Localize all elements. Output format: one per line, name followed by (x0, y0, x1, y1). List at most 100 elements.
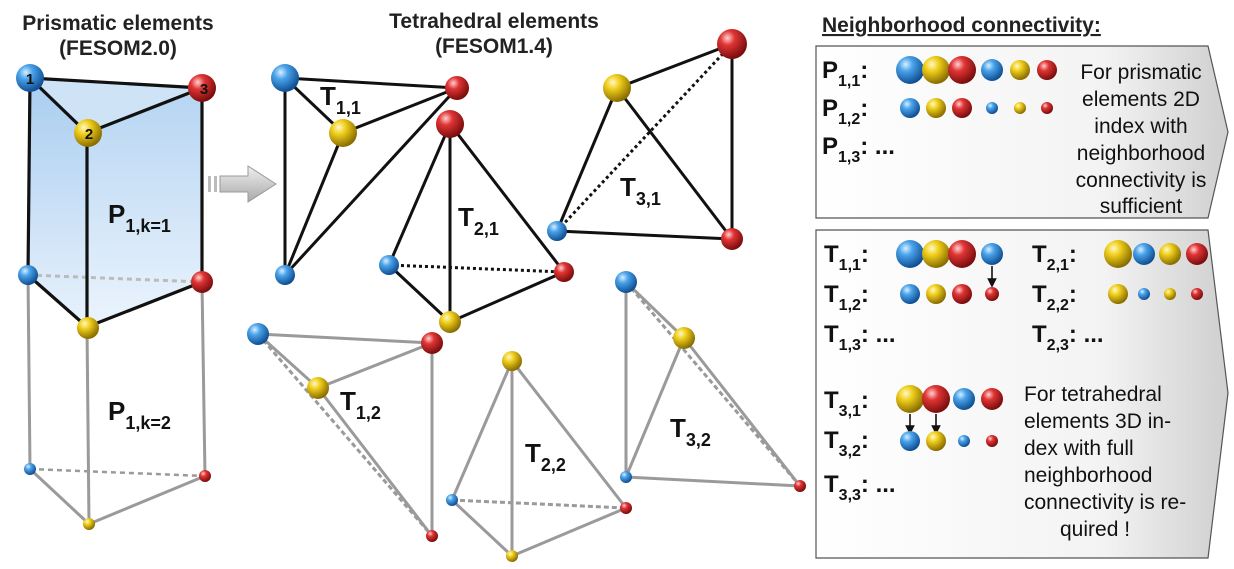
p11-sphere-yellow (1010, 60, 1030, 80)
t32-hidden-edge (624, 281, 802, 487)
t32-node-blue (615, 271, 637, 293)
label-t21: T2,1 (458, 202, 499, 239)
node-blue-1 (16, 64, 44, 92)
node-blue-mid (18, 265, 38, 285)
t12-node-red-bottom (426, 530, 438, 542)
prism-face-left (28, 78, 87, 327)
box2-row-t12: T1,2: (824, 281, 869, 314)
vertex-number-3: 3 (200, 81, 208, 98)
box1-note-line-4: neighborhood (1077, 142, 1205, 165)
box2-row-t21: T2,1: (1032, 241, 1077, 274)
prismatic-subheader: (FESOM2.0) (59, 37, 177, 60)
t32-node-red (794, 480, 806, 492)
prism-upper-label: P1,k=1 (108, 199, 171, 236)
t21-hidden-edge (388, 263, 565, 274)
t31-hidden-edge (555, 42, 734, 233)
t32-node-yellow (673, 327, 695, 349)
t11-sphere-blue (981, 243, 1003, 265)
p11-sphere-red (1037, 60, 1057, 80)
prism-diagram: 1 2 3 P1,k=1 P1,k=2 (16, 64, 216, 530)
box1-note-line-3: index with (1094, 115, 1187, 138)
tetra-t31-edges (555, 42, 734, 241)
transition-arrow (208, 165, 277, 203)
node-yellow-2 (74, 119, 102, 147)
t22-node-red (620, 502, 632, 514)
t32-sphere-blue (900, 431, 920, 451)
t12-hidden-edge (256, 333, 434, 537)
box2-note-line-6: quired ! (1060, 518, 1130, 541)
p12-sphere-red-small (1041, 102, 1053, 114)
t11-node-blue (271, 64, 299, 92)
prism-hidden-edge-lower (29, 467, 206, 478)
tetra-t22-edges (450, 360, 628, 558)
box2-row-t22: T2,2: (1032, 281, 1077, 314)
t31-node-blue (547, 221, 567, 241)
box1-row-p11: P1,1: (822, 57, 868, 90)
label-t22: T2,2 (525, 438, 566, 475)
t21-sphere-blue (1133, 243, 1155, 265)
vertex-number-1: 1 (26, 71, 34, 88)
node-red-bottom (199, 470, 211, 482)
t22-sphere-blue-small (1138, 288, 1150, 300)
t12-sphere-yellow (926, 284, 946, 304)
p12-sphere-yellow (926, 98, 946, 118)
upper-prism-edges (26, 76, 204, 329)
p11-sphere-blue (981, 59, 1003, 81)
prismatic-connectivity-box: P1,1: P1,2: P1,3: ... For prismatic elem… (815, 45, 1229, 219)
box2-note-line-4: neighborhood (1024, 464, 1152, 487)
prism-lower-label: P1,k=2 (108, 396, 171, 433)
t12-node-red (421, 332, 443, 354)
t31-sphere-red-large (922, 385, 950, 413)
box1-row-p12: P1,2: (822, 95, 868, 128)
prism-hidden-edge (27, 273, 203, 284)
t11-sphere-blue-large (896, 240, 924, 268)
neighborhood-header: Neighborhood connectivity: (822, 14, 1101, 37)
tetrahedral-connectivity-box: T1,1: T1,2: T1,3: ... T2,1: T2,2: T2,3: … (815, 229, 1229, 559)
node-yellow-mid (77, 317, 99, 339)
node-red-mid (191, 271, 213, 293)
node-yellow-bottom (83, 518, 95, 530)
prism-face-right (87, 88, 202, 327)
t31-sphere-blue (953, 388, 975, 410)
box1-note-line-2: elements 2D (1082, 88, 1200, 111)
t21-node-red-bottom (554, 262, 574, 282)
t22-sphere-red-small (1191, 288, 1203, 300)
t21-node-red (436, 110, 464, 138)
box1-note-line-1: For prismatic (1080, 61, 1201, 84)
t22-sphere-yellow-small (1164, 288, 1176, 300)
box2-row-t32: T3,2: (824, 427, 869, 460)
box1-row-p13: P1,3: ... (822, 133, 895, 166)
t21-sphere-yellow-large (1104, 240, 1132, 268)
t12-sphere-red (952, 284, 972, 304)
t11-node-blue-bottom (275, 265, 295, 285)
p12-sphere-blue (900, 98, 920, 118)
t22-node-yellow-bottom (506, 550, 518, 562)
label-t12: T1,2 (340, 386, 381, 423)
t21-node-blue (379, 255, 399, 275)
t32-sphere-yellow (926, 431, 946, 451)
box2-row-t33: T3,3: ... (824, 471, 896, 504)
box2-note-line-1: For tetrahedral (1024, 383, 1162, 406)
box2-note-line-2: elements 3D in- (1024, 410, 1171, 433)
t11-node-red (445, 76, 469, 100)
t31-sphere-yellow-large (896, 385, 924, 413)
t22-node-blue (446, 494, 458, 506)
label-t11: T1,1 (320, 81, 361, 118)
lower-prism-edges (26, 274, 207, 526)
p11-sphere-blue-large (896, 56, 924, 84)
node-blue-bottom (24, 463, 36, 475)
t21-node-yellow (439, 311, 461, 333)
t22-sphere-yellow (1108, 284, 1128, 304)
tetra-t12-edges (256, 332, 434, 537)
label-t31: T3,1 (620, 172, 661, 209)
p12-sphere-red (952, 98, 972, 118)
t12-sphere-red-small (985, 287, 999, 301)
box2-note-line-5: connectivity is re- (1024, 491, 1186, 514)
box2-row-t31: T3,1: (824, 387, 869, 420)
p12-sphere-blue-small (986, 102, 998, 114)
t31-sphere-red (981, 388, 1003, 410)
t12-node-yellow (307, 377, 329, 399)
t21-sphere-red (1186, 243, 1208, 265)
box2-row-t23: T2,3: ... (1032, 321, 1104, 354)
